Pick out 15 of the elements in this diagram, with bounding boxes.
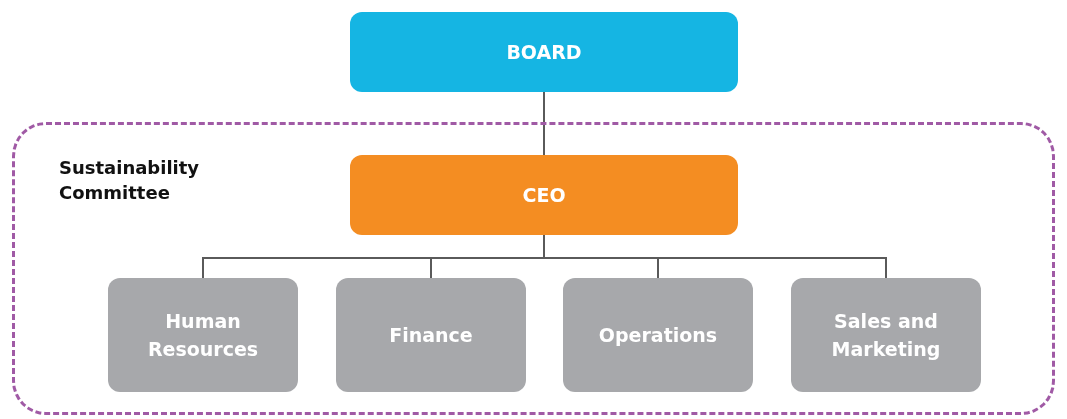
org-box	[350, 155, 738, 235]
box-label: BOARD	[505, 39, 583, 65]
box-label: Human Resources	[146, 308, 260, 362]
group-label: Sustainability Committee	[59, 156, 201, 206]
org-box	[336, 278, 526, 392]
org-box	[108, 278, 298, 392]
box-label: CEO	[521, 182, 567, 208]
org-box	[350, 12, 738, 92]
box-label: Finance	[388, 322, 474, 348]
connector-line	[543, 91, 545, 156]
box-label: Sales and Marketing	[830, 308, 942, 362]
org-box	[563, 278, 753, 392]
committee-boundary	[12, 122, 1055, 415]
box-label: Operations	[597, 322, 719, 348]
org-box	[791, 278, 981, 392]
